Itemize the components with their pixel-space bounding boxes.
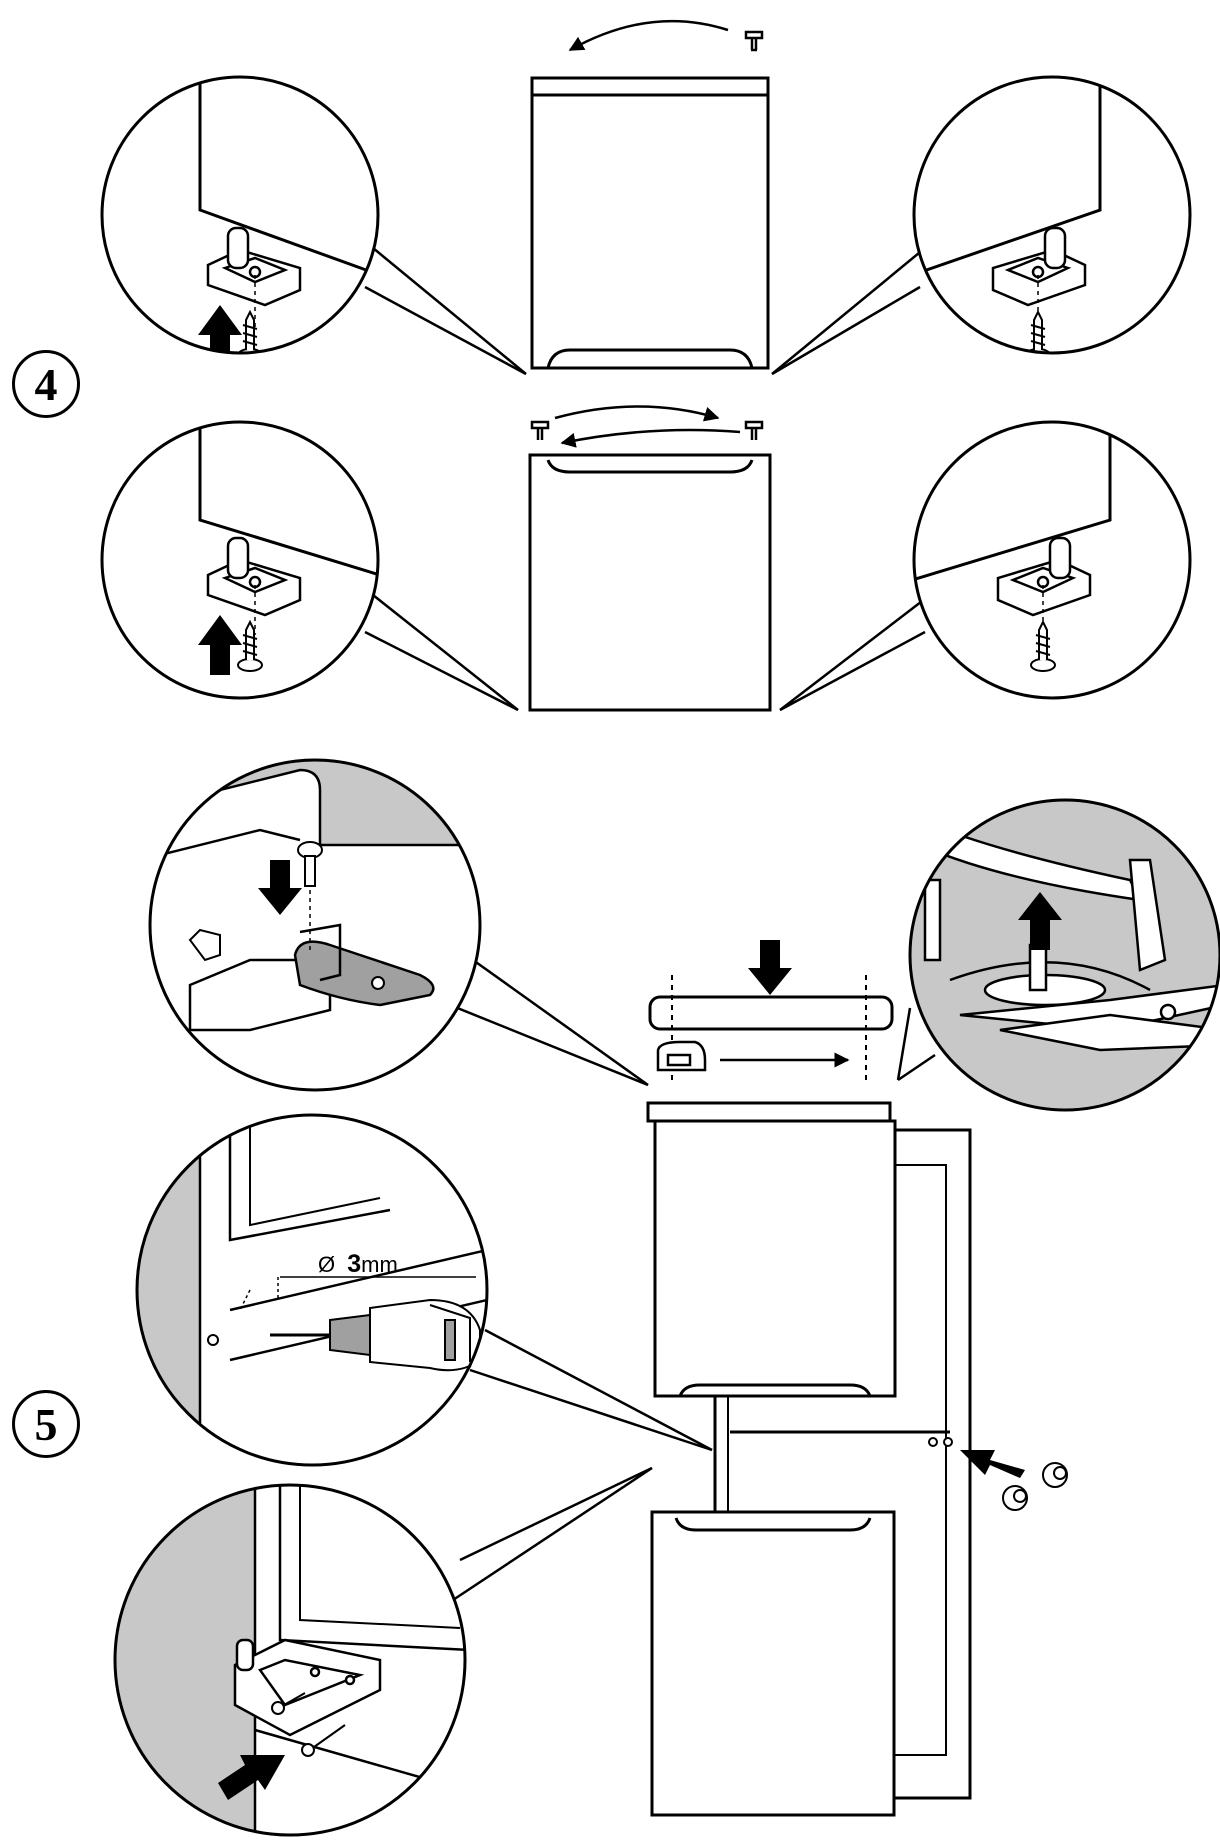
hinge-plate-icon — [233, 1638, 382, 1737]
detail-circle-top-right — [912, 75, 1192, 355]
hinge-pin-icon — [530, 420, 764, 440]
up-arrow-icon — [1018, 892, 1062, 950]
hinge-bracket-icon — [206, 226, 302, 307]
screw-icon — [271, 1692, 346, 1757]
down-arrow-icon — [748, 940, 792, 995]
detail-circle-top-left — [100, 75, 380, 355]
hole-caps-icon — [1002, 1462, 1068, 1511]
hinge-bracket-icon — [991, 226, 1087, 307]
detail-circle-middle-left — [100, 420, 380, 700]
step-number-5: 5 — [12, 1390, 80, 1458]
up-arrow-icon — [198, 615, 242, 675]
door-panel-top — [530, 76, 770, 370]
screw-icon — [237, 619, 263, 672]
hinge-pin-icon — [744, 30, 764, 52]
scissors-icon — [959, 983, 1220, 1052]
diameter-unit: mm — [361, 1252, 398, 1277]
lower-door — [650, 1510, 896, 1817]
point-arrow-icon — [960, 1450, 1025, 1478]
detail-circle-middle-right — [912, 420, 1192, 700]
diameter-symbol: Ø — [318, 1252, 335, 1277]
detail-circle-cover-tab — [908, 798, 1220, 1112]
detail-circle-drill: Ø 3mm — [135, 1113, 489, 1467]
step-number-4: 4 — [12, 350, 80, 418]
diameter-value: 3 — [347, 1250, 361, 1278]
cap-holes — [928, 1437, 953, 1447]
top-cover-plate — [648, 995, 894, 1031]
door-panel-bottom — [528, 453, 772, 712]
guide-lines — [671, 975, 867, 1080]
up-arrow-icon — [198, 305, 242, 353]
callout-lines — [449, 953, 936, 1602]
swap-arrow — [554, 405, 720, 422]
callout-lines — [364, 247, 931, 712]
rotate-arrow — [568, 19, 729, 52]
point-arrow-icon — [218, 1755, 285, 1800]
hinge-bracket-icon — [996, 536, 1092, 617]
down-arrow-icon — [258, 860, 302, 915]
svg-text:Ø 3mm: Ø 3mm — [318, 1250, 398, 1278]
swap-arrow — [560, 428, 741, 448]
detail-circle-cover-screw — [148, 758, 482, 1092]
screw-icon — [297, 841, 323, 887]
upper-door — [646, 1101, 897, 1398]
detail-circle-hinge-screw — [113, 1483, 467, 1837]
hinge-bracket-icon — [206, 536, 302, 617]
screw-icon — [1030, 619, 1056, 672]
small-cap-part — [656, 1040, 707, 1072]
